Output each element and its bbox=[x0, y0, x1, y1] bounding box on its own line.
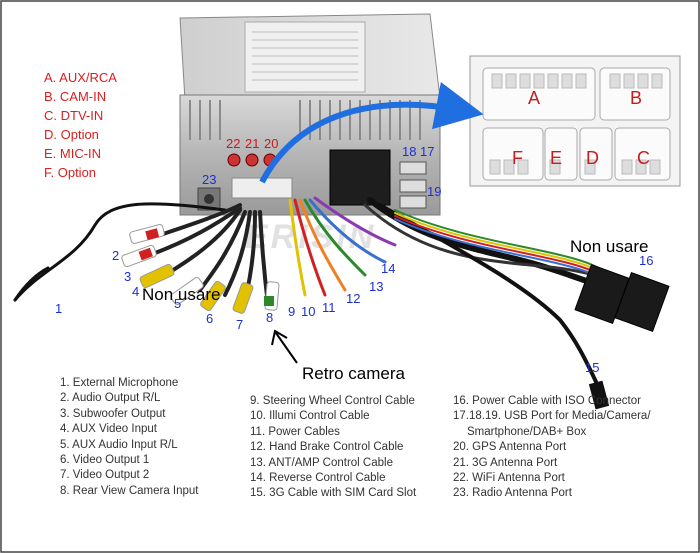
part-item: 8. Rear View Camera Input bbox=[60, 484, 199, 497]
port-label-18: 18 bbox=[402, 144, 416, 159]
port-label-21: 21 bbox=[245, 136, 259, 151]
cable-label-4: 4 bbox=[132, 284, 139, 299]
part-item: 7. Video Output 2 bbox=[60, 469, 150, 482]
legend-c: C. DTV-IN bbox=[44, 108, 103, 123]
legend-e: E. MIC-IN bbox=[44, 146, 101, 161]
port-label-23: 23 bbox=[202, 172, 216, 187]
main-harness-socket bbox=[329, 149, 391, 206]
connector-detail-photo: A B F E D C bbox=[469, 55, 681, 187]
annotation-non-usare-left: Non usare bbox=[142, 285, 220, 304]
cable-label-13: 13 bbox=[369, 279, 383, 294]
annotation-non-usare-right: Non usare bbox=[570, 237, 648, 256]
part-item: 16. Power Cable with ISO Connector bbox=[453, 395, 641, 407]
port-label-19: 19 bbox=[427, 184, 441, 199]
cable-label-8: 8 bbox=[266, 310, 273, 325]
part-item: 6. Video Output 1 bbox=[60, 454, 150, 467]
port-label-22: 22 bbox=[226, 136, 240, 151]
part-item: 3. Subwoofer Output bbox=[60, 407, 166, 420]
cable-number-labels: 1 2 3 4 5 6 7 8 9 10 11 12 13 14 15 16 bbox=[55, 248, 653, 375]
cable-label-6: 6 bbox=[206, 311, 213, 326]
part-item: 5. AUX Audio Input R/L bbox=[60, 438, 178, 451]
head-unit bbox=[179, 13, 441, 216]
cable-label-1: 1 bbox=[55, 301, 62, 316]
part-item: 15. 3G Cable with SIM Card Slot bbox=[250, 487, 417, 500]
cable-label-12: 12 bbox=[346, 291, 360, 306]
connector-label-f: F bbox=[512, 148, 523, 168]
part-item: 22. WiFi Antenna Port bbox=[453, 472, 565, 485]
part-item: 9. Steering Wheel Control Cable bbox=[250, 395, 415, 407]
cable-label-9: 9 bbox=[288, 304, 295, 319]
3g-sim-module bbox=[588, 380, 610, 410]
part-item: 17.18.19. USB Port for Media/Camera/ bbox=[453, 410, 651, 423]
cable-label-11: 11 bbox=[322, 300, 336, 315]
port-label-20: 20 bbox=[264, 136, 278, 151]
connector-legend: A. AUX/RCA B. CAM-IN C. DTV-IN D. Option… bbox=[44, 70, 117, 180]
cable-label-15: 15 bbox=[585, 360, 599, 375]
cable-label-3: 3 bbox=[124, 269, 131, 284]
wifi-antenna-port bbox=[227, 153, 241, 167]
part-item: 10. Illumi Control Cable bbox=[250, 410, 370, 423]
part-item: 4. AUX Video Input bbox=[60, 423, 157, 436]
usb-port-19 bbox=[399, 195, 427, 209]
usb-port-17 bbox=[399, 179, 427, 193]
part-item: 14. Reverse Control Cable bbox=[250, 472, 386, 485]
retro-camera-arrow bbox=[271, 329, 298, 364]
part-item: 21. 3G Antenna Port bbox=[453, 456, 558, 469]
part-item: 23. Radio Antenna Port bbox=[453, 487, 572, 500]
part-item: 13. ANT/AMP Control Cable bbox=[250, 456, 393, 469]
3g-antenna-port bbox=[245, 153, 259, 167]
connector-label-e: E bbox=[550, 148, 562, 168]
part-item: 1. External Microphone bbox=[60, 377, 179, 389]
annotation-retro-camera: Retro camera bbox=[302, 364, 406, 383]
usb-port-18 bbox=[399, 161, 427, 175]
legend-b: B. CAM-IN bbox=[44, 89, 106, 104]
cable-label-2: 2 bbox=[112, 248, 119, 263]
cable-label-5: 5 bbox=[174, 296, 181, 311]
port-number-labels: 22 21 20 18 17 19 23 bbox=[202, 136, 441, 199]
cable-label-14: 14 bbox=[381, 261, 395, 276]
parts-list-column-2: 9. Steering Wheel Control Cable 10. Illu… bbox=[250, 394, 416, 502]
connector-label-a: A bbox=[528, 88, 540, 108]
part-item: 2. Audio Output R/L bbox=[60, 392, 161, 405]
cable-label-10: 10 bbox=[301, 304, 315, 319]
rca-plugs bbox=[121, 223, 280, 314]
blue-pointer-arrow bbox=[259, 81, 484, 184]
iso-connector bbox=[574, 263, 670, 333]
connector-label-b: B bbox=[630, 88, 642, 108]
legend-f: F. Option bbox=[44, 165, 96, 180]
legend-a: A. AUX/RCA bbox=[44, 70, 117, 85]
legend-d: D. Option bbox=[44, 127, 99, 142]
parts-list-column-3: 16. Power Cable with ISO Connector 17.18… bbox=[453, 394, 651, 502]
cable-label-16: 16 bbox=[639, 253, 653, 268]
connector-label-d: D bbox=[586, 148, 599, 168]
cable-label-7: 7 bbox=[236, 317, 243, 332]
cable-bundle bbox=[13, 196, 611, 392]
part-item: 11. Power Cables bbox=[250, 425, 340, 438]
parts-list-column-1: 1. External Microphone 2. Audio Output R… bbox=[60, 376, 199, 499]
part-item-continued: Smartphone/DAB+ Box bbox=[467, 425, 587, 438]
part-item: 12. Hand Brake Control Cable bbox=[250, 441, 404, 454]
part-item: 20. GPS Antenna Port bbox=[453, 441, 567, 454]
connector-label-c: C bbox=[637, 148, 650, 168]
port-label-17: 17 bbox=[420, 144, 434, 159]
